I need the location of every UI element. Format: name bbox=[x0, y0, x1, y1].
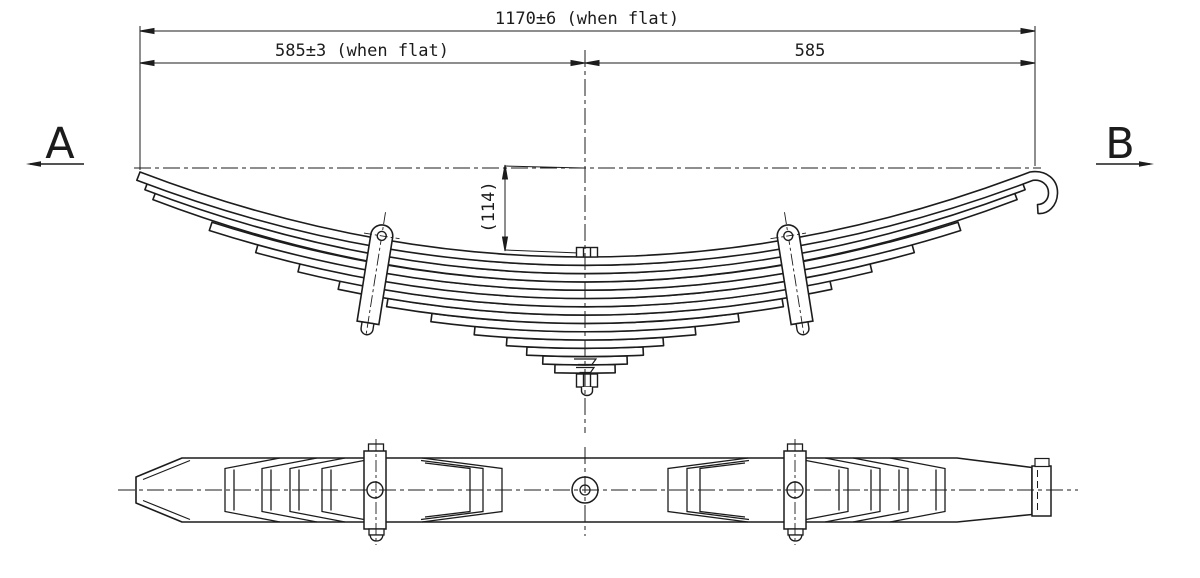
leaf-end-edge bbox=[224, 457, 281, 523]
leaf-end-edge bbox=[261, 457, 318, 523]
clip-bolt-crosshair bbox=[770, 232, 807, 240]
main-leaf-with-hook bbox=[136, 170, 1059, 267]
dim-arrow bbox=[570, 59, 586, 67]
section-a-arrowhead bbox=[26, 161, 41, 167]
dim-arrow bbox=[1020, 59, 1036, 67]
tip-inner-taper bbox=[142, 459, 191, 521]
taper-line bbox=[142, 499, 191, 521]
center-bolt-side bbox=[575, 246, 599, 397]
section-label-a: A bbox=[45, 119, 75, 169]
center-bolt-tip bbox=[580, 387, 594, 397]
end-cap bbox=[1031, 465, 1052, 517]
clamp-bolt-bottom-head bbox=[369, 534, 384, 542]
dim-arrow bbox=[501, 236, 509, 252]
section-arrow-b: B bbox=[1096, 119, 1154, 169]
clip-bolt-crosshair bbox=[363, 232, 400, 240]
rebound-clip-right bbox=[770, 212, 814, 337]
dim-right-half-label: 585 bbox=[795, 41, 826, 61]
clip-foot bbox=[360, 321, 375, 336]
dimension-lines bbox=[139, 26, 1036, 170]
center-bolt-nut bbox=[575, 373, 599, 388]
clamp-bolt-bottom bbox=[368, 528, 385, 536]
leaf-end-edge bbox=[686, 459, 750, 521]
leaf-stack bbox=[136, 170, 1059, 374]
dim-114-leader-bottom bbox=[504, 249, 580, 254]
leaf-end-edge bbox=[667, 457, 749, 523]
rebound-clip-left bbox=[356, 212, 400, 337]
section-arrow-a: A bbox=[26, 119, 84, 169]
side-view bbox=[134, 50, 1059, 433]
dim-center-height bbox=[501, 164, 584, 254]
leaf-end-edge bbox=[289, 457, 346, 523]
dim-arrow bbox=[1020, 27, 1036, 35]
clip-foot bbox=[795, 321, 810, 336]
taper-line bbox=[142, 459, 191, 481]
dim-arrow bbox=[501, 164, 509, 180]
end-cap-tab bbox=[1034, 457, 1050, 468]
center-bolt-head bbox=[575, 246, 599, 258]
dim-arrow bbox=[584, 59, 600, 67]
plan-end-cap bbox=[1031, 457, 1052, 517]
clamp-bolt-bottom-head bbox=[788, 534, 803, 542]
clip-strap bbox=[356, 224, 394, 326]
dim-left-half-label: 585±3 (when flat) bbox=[275, 41, 449, 61]
dim-arrow bbox=[139, 59, 155, 67]
clamp-bolt-bottom bbox=[787, 528, 804, 536]
dim-arrow bbox=[139, 27, 155, 35]
section-b-arrowhead bbox=[1139, 161, 1154, 167]
dim-overall-label: 1170±6 (when flat) bbox=[495, 9, 679, 29]
plan-view bbox=[118, 439, 1078, 545]
plan-clamp-right bbox=[783, 439, 807, 545]
section-label-b: B bbox=[1105, 119, 1135, 169]
dim-center-height-label: (114) bbox=[479, 181, 499, 232]
plan-clamp-left bbox=[363, 439, 387, 545]
